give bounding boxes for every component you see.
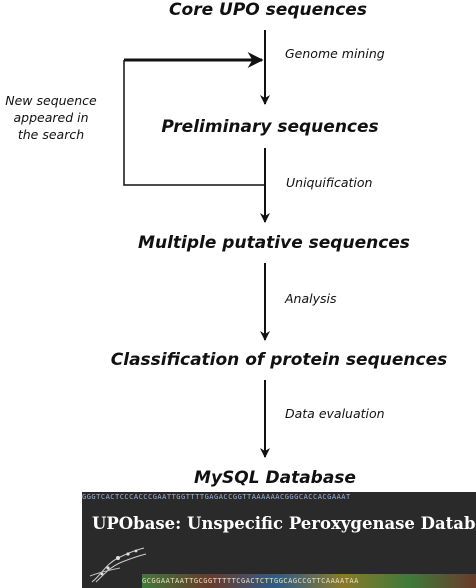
edge-label-analysis: Analysis (285, 291, 337, 306)
edge-label-data-evaluation: Data evaluation (285, 406, 385, 421)
banner-sequence-bottom: GCGGAATAATTGCGGTTTTTCGACTCTTGGCAGCCGTTCA… (142, 574, 476, 588)
dna-logo-icon (89, 547, 147, 583)
feedback-loop-note: New sequence appeared in the search (0, 92, 102, 143)
feedback-note-line-3: the search (17, 127, 85, 142)
edge-label-uniquification: Uniquification (286, 175, 373, 190)
node-multiple-putative-sequences: Multiple putative sequences (138, 233, 410, 253)
banner-title: UPObase: Unspecific Peroxygenase Databas… (92, 514, 476, 533)
upobase-banner: GGGTCACTCCCACCCGAATTGGTTTTGAGACCGGTTAAAA… (82, 492, 476, 588)
feedback-loop-line (123, 60, 265, 186)
node-core-upo-sequences: Core UPO sequences (169, 0, 367, 20)
feedback-note-line-1: New sequence (5, 93, 97, 108)
feedback-note-line-2: appeared in (13, 110, 89, 125)
node-classification-of-protein-sequences: Classification of protein sequences (110, 350, 448, 370)
banner-sequence-top: GGGTCACTCCCACCCGAATTGGTTTTGAGACCGGTTAAAA… (82, 493, 351, 501)
node-preliminary-sequences: Preliminary sequences (161, 117, 379, 137)
edge-label-genome-mining: Genome mining (285, 46, 385, 61)
node-mysql-database: MySQL Database (194, 468, 356, 488)
